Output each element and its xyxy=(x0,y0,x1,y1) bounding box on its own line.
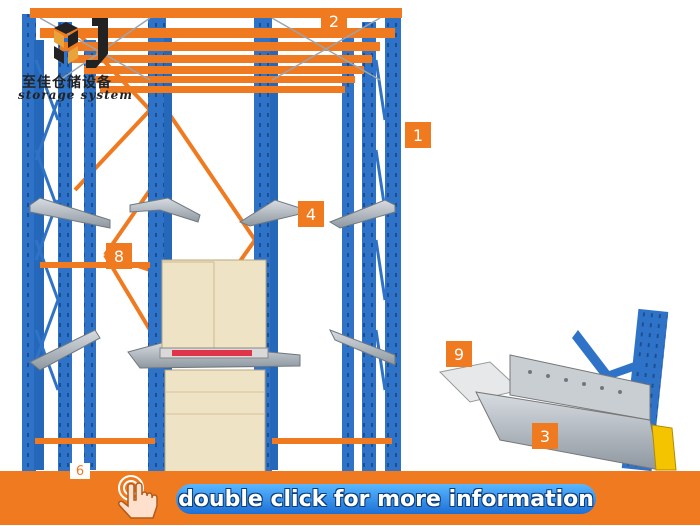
callout-9[interactable]: 9 xyxy=(446,341,472,367)
callout-3[interactable]: 3 xyxy=(532,423,558,449)
callout-4[interactable]: 4 xyxy=(298,201,324,227)
callout-1[interactable]: 1 xyxy=(405,122,431,148)
more-information-button[interactable]: double click for more information xyxy=(176,484,596,514)
hand-pointer-icon[interactable] xyxy=(111,472,169,522)
upper-rail-arms xyxy=(29,197,396,229)
pallet-load xyxy=(159,259,269,475)
rail-detail-illustration xyxy=(438,308,677,472)
logo-english-name: storage system xyxy=(18,88,133,102)
company-logo xyxy=(14,14,144,109)
storage-cube-logo-icon xyxy=(54,18,108,68)
back-horizontal-beams xyxy=(35,262,392,444)
logo-chinese-name: 至佳仓储设备 xyxy=(22,75,112,91)
callout-8[interactable]: 8 xyxy=(106,243,132,269)
callout-2[interactable]: 2 xyxy=(321,8,347,34)
callout-6[interactable]: 6 xyxy=(70,463,90,479)
